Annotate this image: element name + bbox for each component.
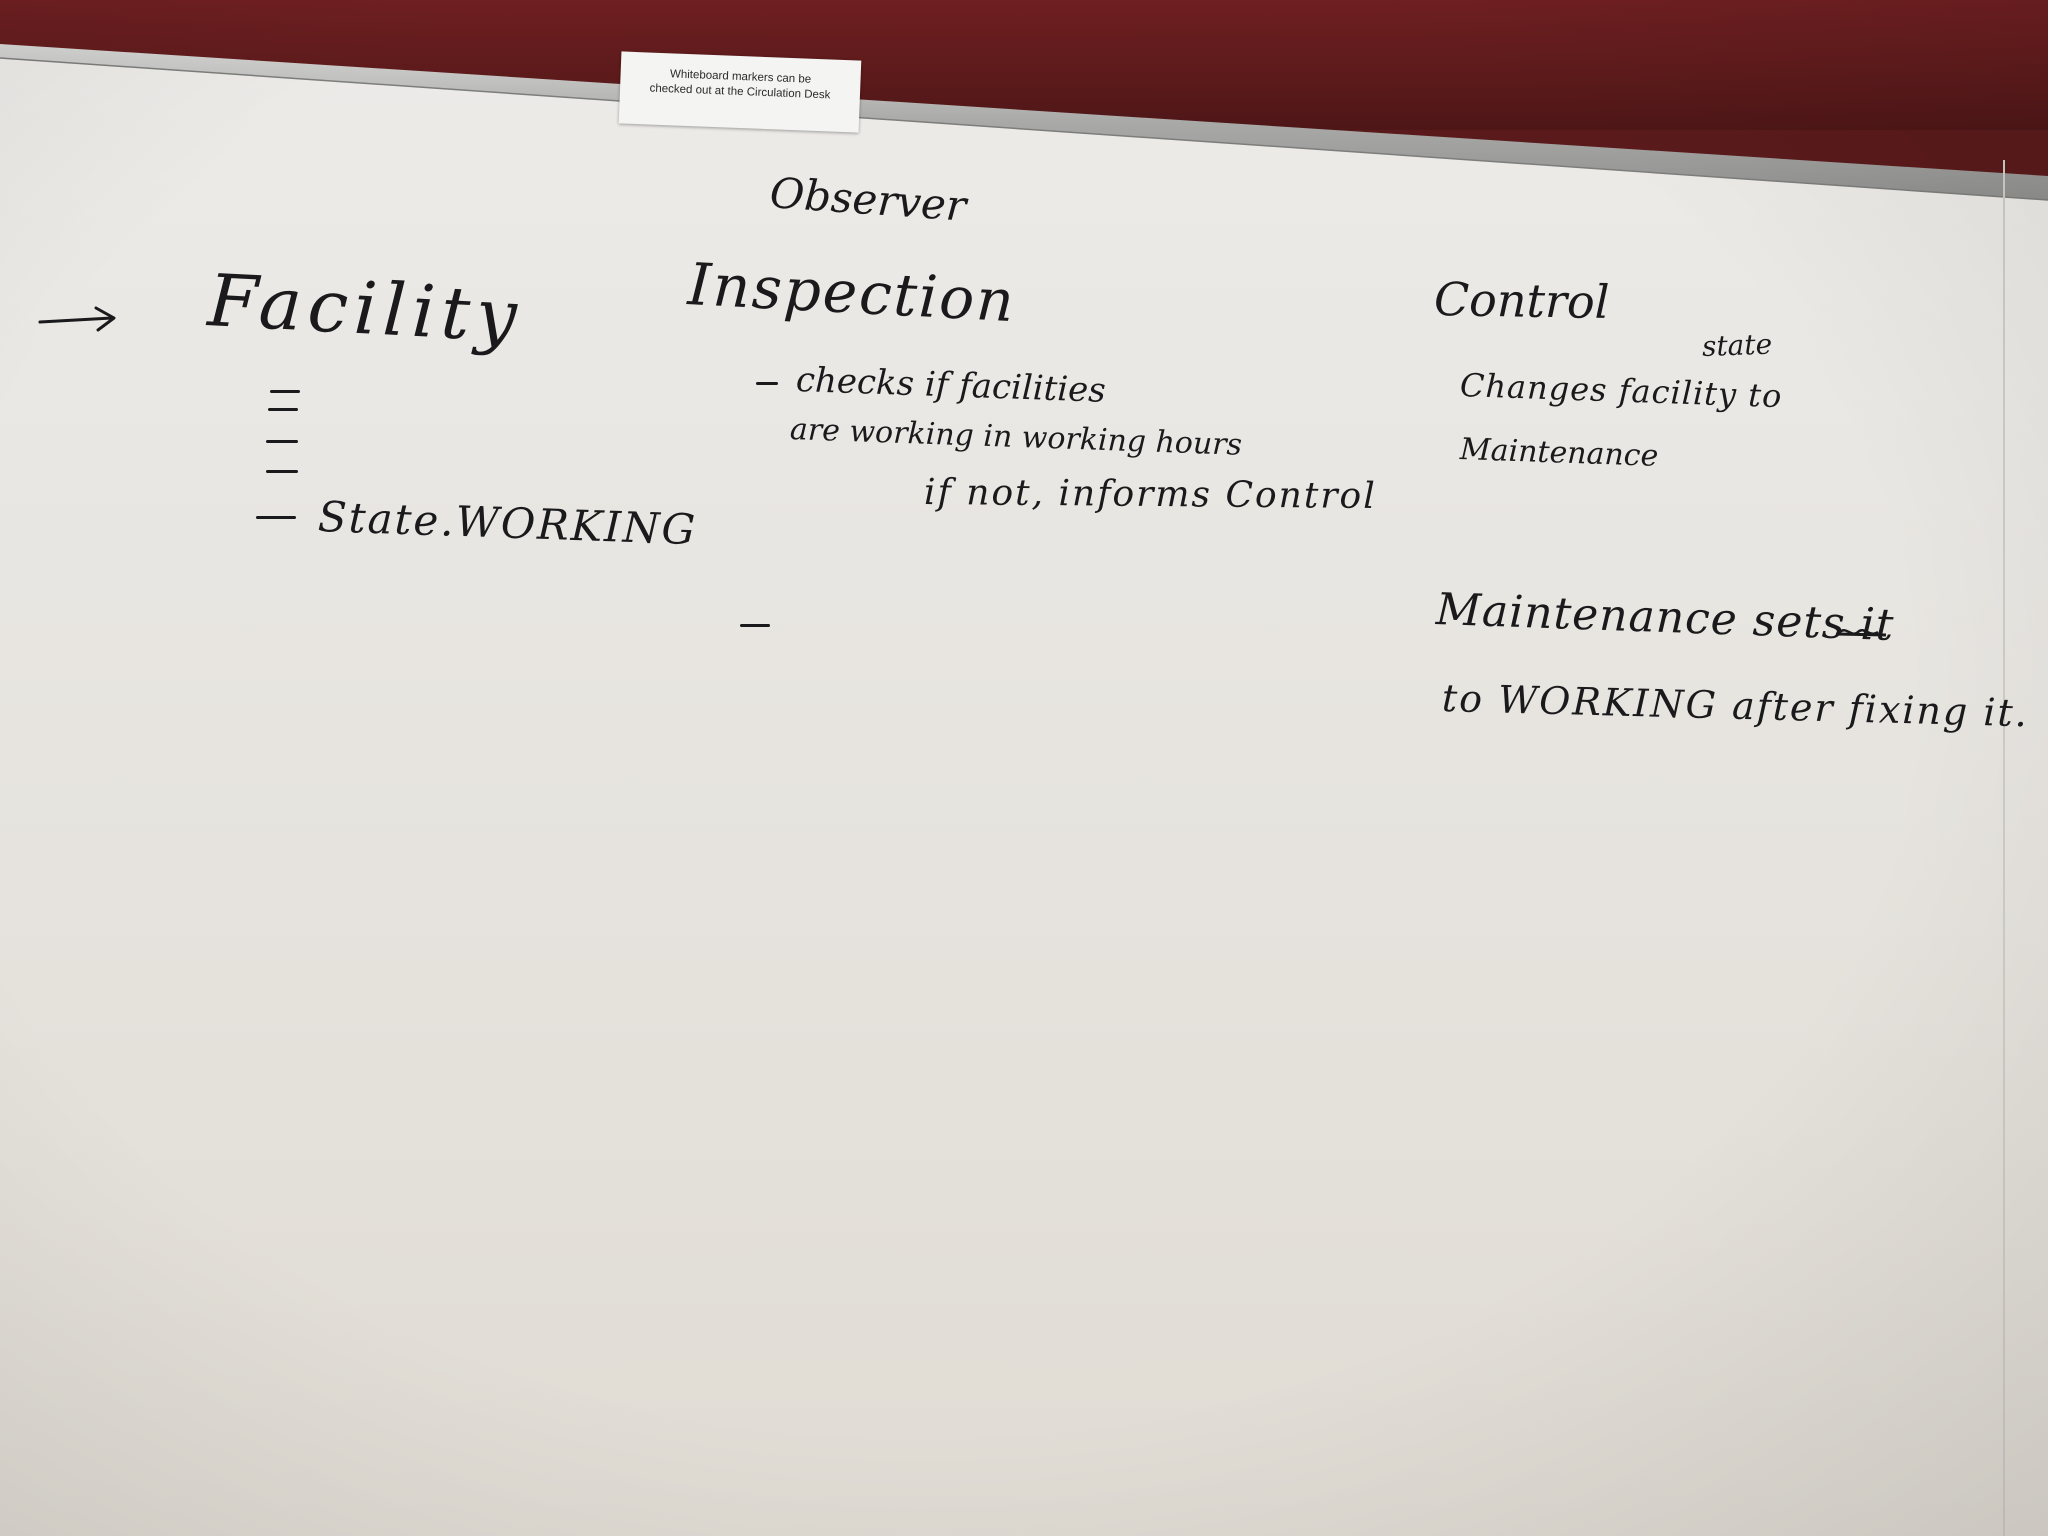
facility-title: Facility bbox=[205, 258, 525, 359]
control-line-2: Maintenance bbox=[1459, 432, 1659, 474]
inspection-line-3: if not, informs Control bbox=[923, 472, 1377, 517]
facility-bullet-4 bbox=[266, 470, 298, 473]
inspection-bullet-2 bbox=[740, 624, 770, 627]
control-title: Control bbox=[1433, 272, 1610, 330]
facility-bullet-1 bbox=[270, 390, 300, 393]
inspection-bullet-1 bbox=[756, 382, 778, 385]
facility-bullet-2 bbox=[268, 408, 298, 411]
control-inserted-word: state bbox=[1701, 327, 1773, 363]
strikethrough-mark bbox=[1835, 624, 1887, 644]
posted-notice: Whiteboard markers can be checked out at… bbox=[618, 51, 862, 133]
arrow-right-icon bbox=[38, 300, 120, 340]
facility-bullet-5 bbox=[256, 516, 296, 519]
facility-bullet-3 bbox=[266, 440, 298, 443]
